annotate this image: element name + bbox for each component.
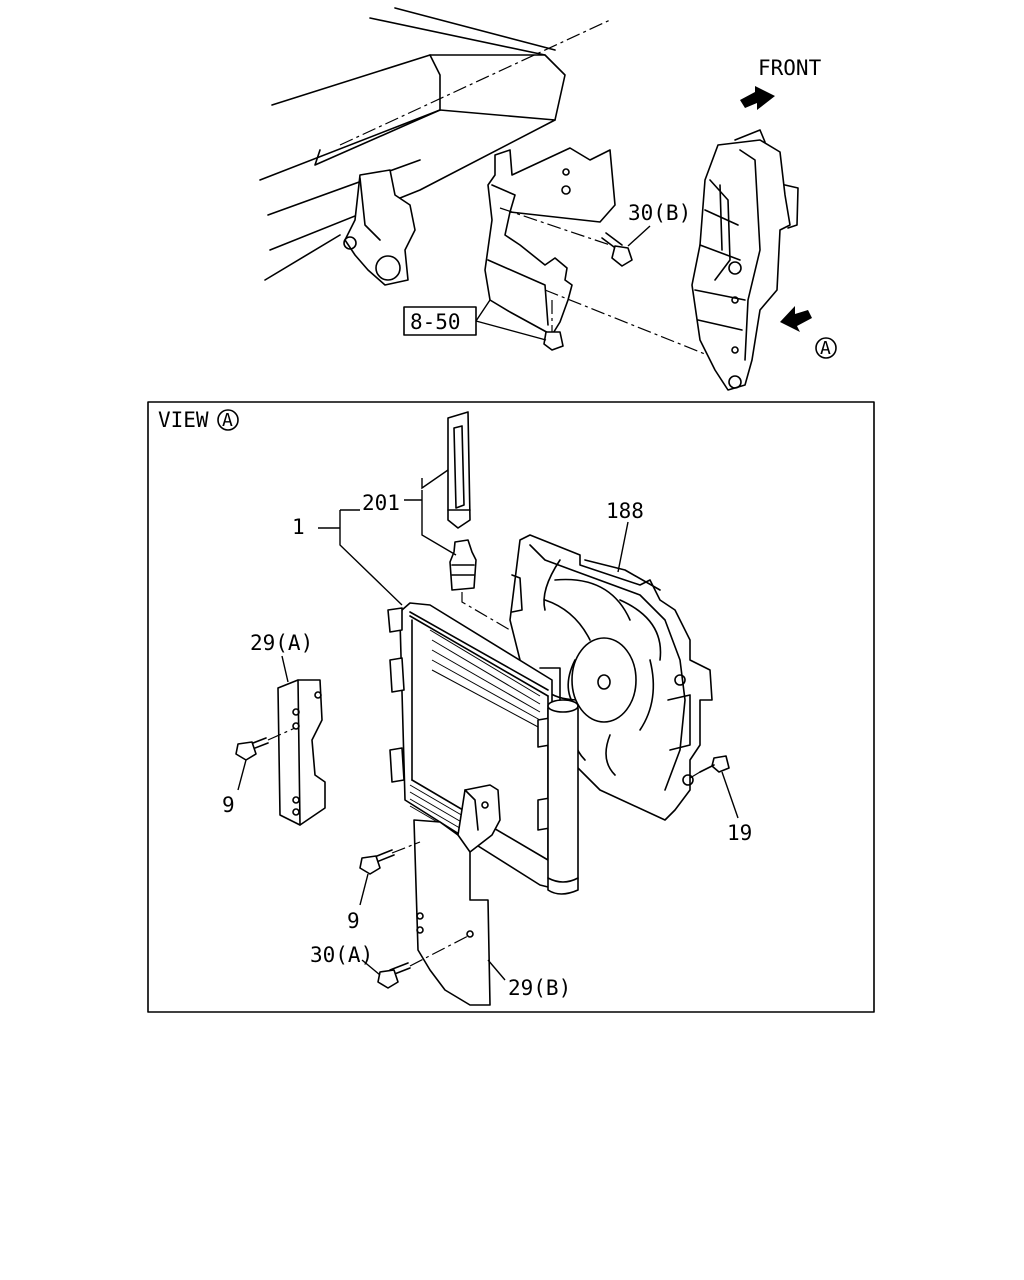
- nut-19: [689, 755, 730, 779]
- view-a-marker: A: [815, 337, 837, 359]
- label-188: 188: [606, 499, 644, 523]
- bolt-9-lower: [359, 841, 421, 875]
- bolt-30a: [377, 934, 471, 989]
- mount-insulator: [449, 539, 511, 631]
- label-19: 19: [727, 821, 752, 845]
- lower-support-bracket: [413, 784, 501, 1006]
- view-a-frame: [147, 401, 875, 1013]
- vehicle-frame-crossmember: [259, 7, 611, 286]
- bracket-29a: [277, 679, 326, 826]
- condenser-fan-module-side: [691, 129, 799, 391]
- label-30b: 30(B): [628, 201, 691, 225]
- view-a-title-letter: A: [222, 410, 233, 431]
- label-9-left: 9: [222, 793, 235, 817]
- rubber-seal-201: [447, 411, 471, 529]
- label-29a: 29(A): [250, 631, 313, 655]
- label-30a: 30(A): [310, 943, 373, 967]
- label-9-lower: 9: [347, 909, 360, 933]
- view-a-title: VIEW: [158, 408, 209, 432]
- label-1: 1: [292, 515, 305, 539]
- label-29b: 29(B): [508, 976, 571, 1000]
- label-201: 201: [362, 491, 400, 515]
- nut-8-50: [543, 331, 564, 351]
- support-bracket: [484, 147, 721, 361]
- view-a-title-marker: A: [217, 409, 239, 431]
- receiver-drier-tube: [539, 667, 579, 895]
- view-a-arrow-icon: [780, 306, 812, 332]
- label-8-50: 8-50: [410, 310, 461, 334]
- view-a-marker-letter: A: [820, 338, 831, 359]
- bolt-9-left: [235, 727, 296, 761]
- fan-shroud-188: [509, 534, 713, 821]
- front-label: FRONT: [758, 56, 822, 80]
- bolt-30b: [601, 232, 633, 267]
- condenser-core: [387, 602, 553, 889]
- front-arrow-icon: [740, 86, 775, 110]
- label-8-50-box: 8-50: [403, 306, 477, 336]
